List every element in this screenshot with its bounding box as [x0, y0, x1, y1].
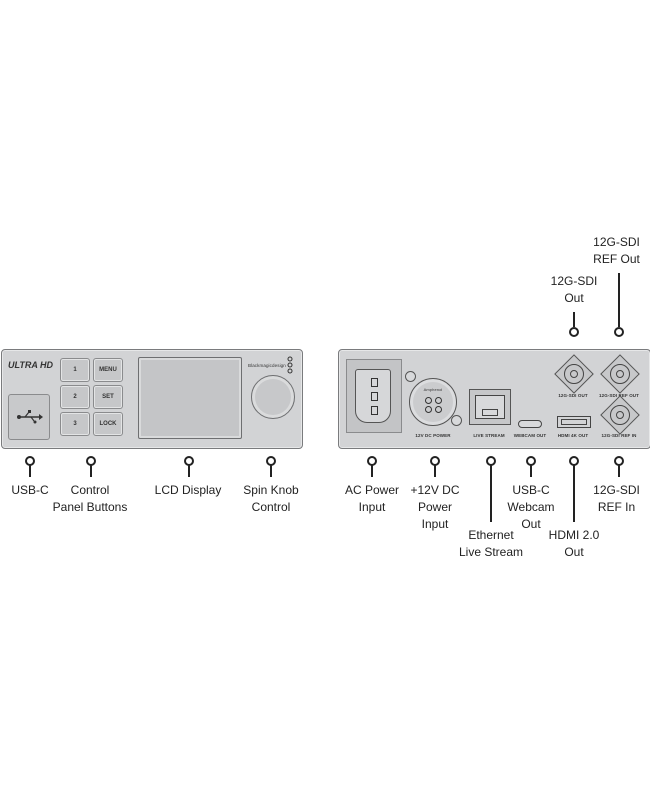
- callout-ethernet: Ethernet Live Stream: [458, 528, 524, 559]
- button-3[interactable]: 3: [60, 412, 90, 436]
- callout-line: [618, 273, 620, 327]
- callout-lcd-display: LCD Display: [154, 483, 222, 497]
- callout-line: [90, 465, 92, 477]
- callout-sdi-ref-out: 12G-SDI REF Out: [593, 235, 640, 266]
- callout-line: [573, 312, 575, 327]
- amphenol-label: Amphenol: [423, 387, 443, 392]
- callout-line: [573, 465, 575, 522]
- button-2[interactable]: 2: [60, 385, 90, 409]
- maker-logo-icon: [287, 356, 293, 374]
- callout-line: [270, 465, 272, 477]
- button-1[interactable]: 1: [60, 358, 90, 382]
- webcam-out-label: WEBCAM OUT: [513, 433, 547, 438]
- callout-line: [188, 465, 190, 477]
- maker-logo-text: Blackmagicdesign: [248, 363, 286, 368]
- iec-socket: [355, 369, 391, 423]
- usb-c-port-plate: [8, 394, 50, 440]
- usb-c-webcam-port: [518, 420, 542, 428]
- callout-line: [434, 465, 436, 477]
- button-lock[interactable]: LOCK: [93, 412, 123, 436]
- dc-xlr-connector: Amphenol: [409, 378, 457, 426]
- ultrahd-logo: ULTRA HD: [8, 360, 53, 370]
- callout-line: [371, 465, 373, 477]
- button-menu[interactable]: MENU: [93, 358, 123, 382]
- callout-line: [530, 465, 532, 477]
- callout-sdi-out: 12G-SDI Out: [550, 274, 598, 305]
- spin-knob[interactable]: [251, 375, 295, 419]
- hdmi-port: [557, 416, 591, 428]
- callout-usb-c: USB-C: [11, 483, 49, 497]
- hdmi-label: HDMI 4K OUT: [557, 433, 589, 438]
- button-set[interactable]: SET: [93, 385, 123, 409]
- sdi-ref-in-label: 12G-SDI REF IN: [601, 433, 637, 438]
- ethernet-port: [469, 389, 511, 425]
- callout-hdmi: HDMI 2.0 Out: [548, 528, 600, 559]
- lcd-display: [138, 357, 242, 439]
- callout-line: [618, 465, 620, 477]
- mount-screw-icon: [405, 371, 416, 382]
- live-stream-label: LIVE STREAM: [473, 433, 505, 438]
- mount-screw-icon: [451, 415, 462, 426]
- ac-power-inlet: [346, 359, 402, 433]
- callout-usbc-webcam: USB-C Webcam Out: [507, 483, 555, 531]
- callout-dot: [614, 327, 624, 337]
- callout-line: [29, 465, 31, 477]
- callout-line: [490, 465, 492, 522]
- usb-icon: [17, 410, 43, 424]
- callout-sdi-ref-in: 12G-SDI REF In: [593, 483, 640, 514]
- callout-spin-knob: Spin Knob Control: [243, 483, 299, 514]
- callout-dc-power: +12V DC Power Input: [410, 483, 460, 531]
- callout-control-panel-buttons: Control Panel Buttons: [52, 483, 128, 514]
- callout-dot: [569, 327, 579, 337]
- dc-power-label: 12V DC POWER: [415, 433, 451, 438]
- sdi-out-label: 12G-SDI OUT: [558, 393, 588, 398]
- callout-ac-power: AC Power Input: [344, 483, 400, 514]
